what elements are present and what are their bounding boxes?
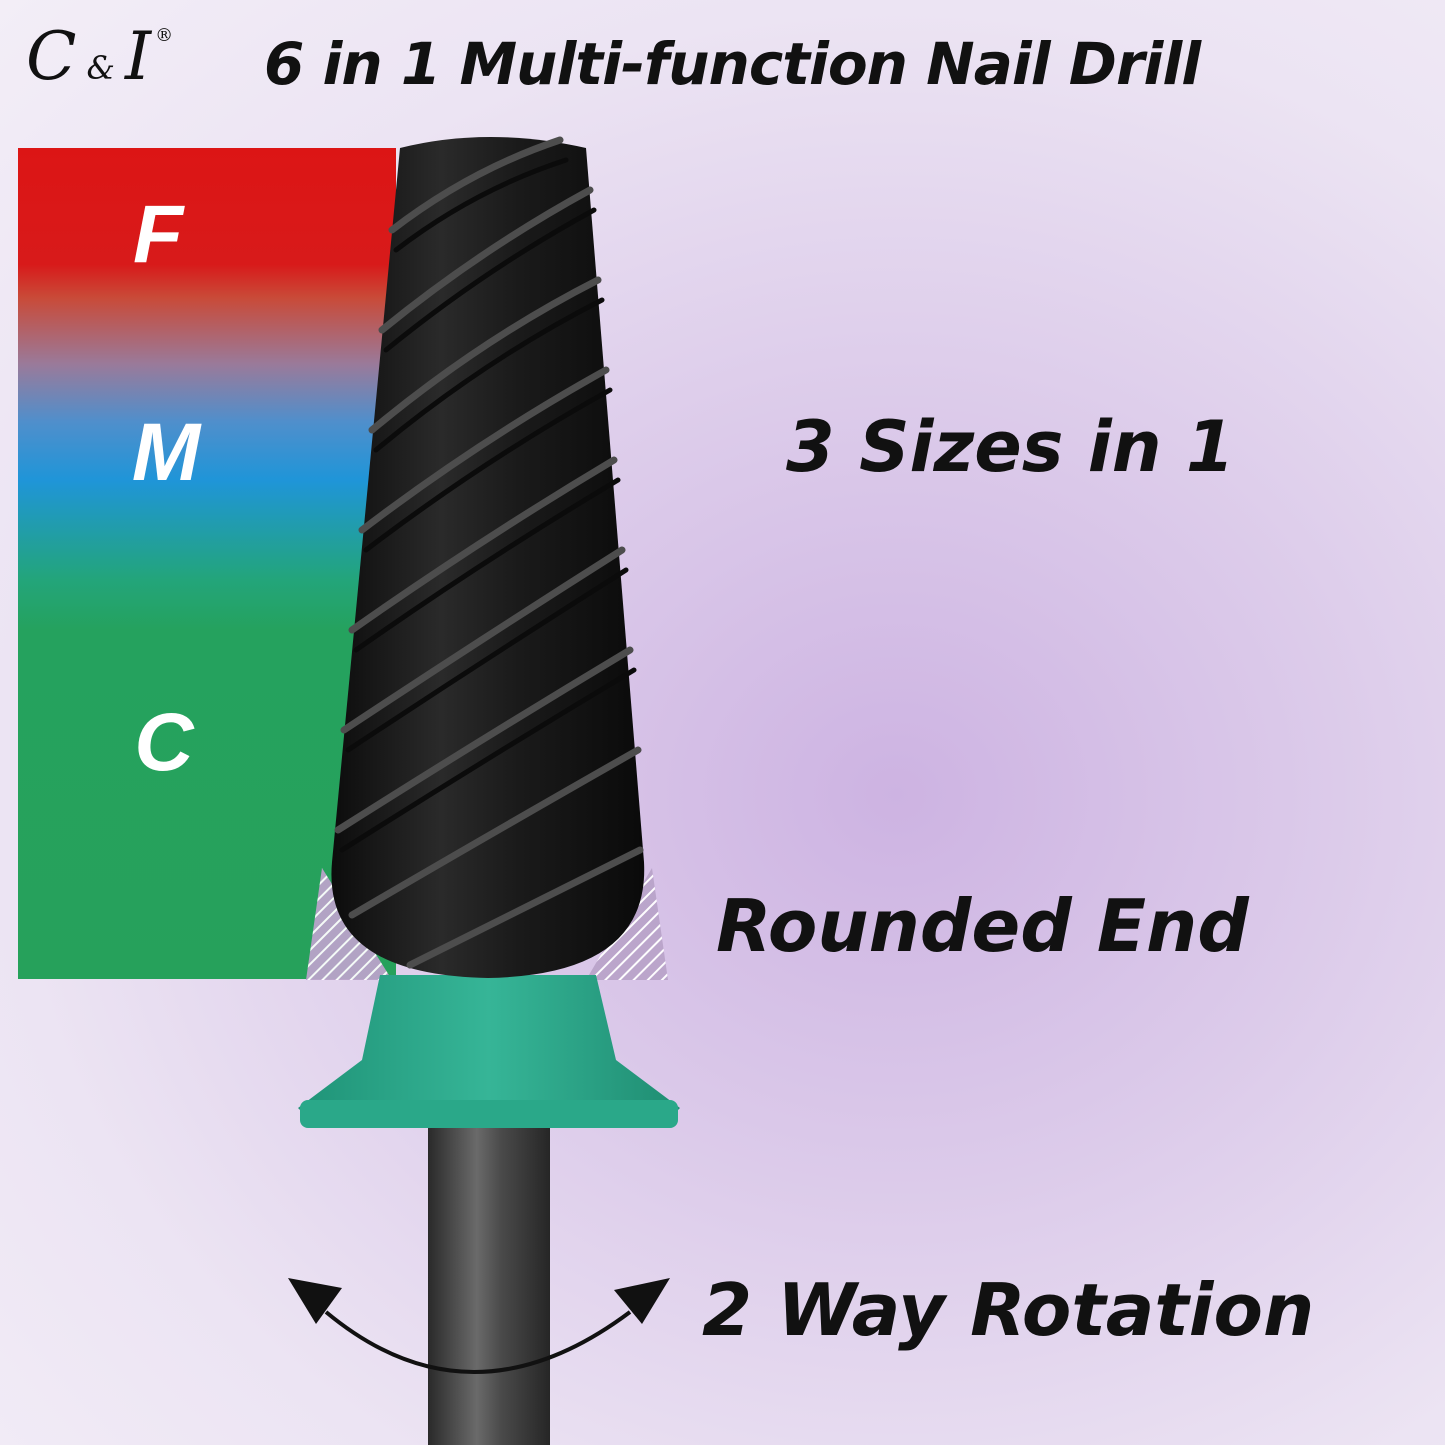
grit-label-coarse: C	[134, 697, 194, 788]
rotation-label: 2 Way Rotation	[702, 1268, 1315, 1352]
sizes-label: 3 Sizes in 1	[786, 406, 1235, 488]
grit-color-panel: F M C	[18, 148, 396, 979]
grit-label-medium: M	[131, 407, 201, 498]
rounded-end-label: Rounded End	[716, 884, 1249, 968]
drill-shank	[428, 1105, 550, 1445]
grit-label-fine: F	[132, 189, 184, 280]
brand-ampersand: &	[86, 49, 115, 87]
drill-collar	[298, 975, 680, 1128]
brand-letter-c: C	[26, 18, 77, 95]
drill-body	[331, 137, 645, 978]
product-headline: 6 in 1 Multi-function Nail Drill	[264, 30, 1201, 98]
brand-letter-i: I	[124, 18, 152, 95]
drill-flutes	[334, 136, 644, 969]
double-arrow-rotation-icon	[288, 1278, 670, 1374]
registered-mark: ®	[155, 25, 174, 46]
drill-collar-base	[300, 1100, 678, 1128]
brand-logo: C & I ®	[26, 18, 173, 108]
